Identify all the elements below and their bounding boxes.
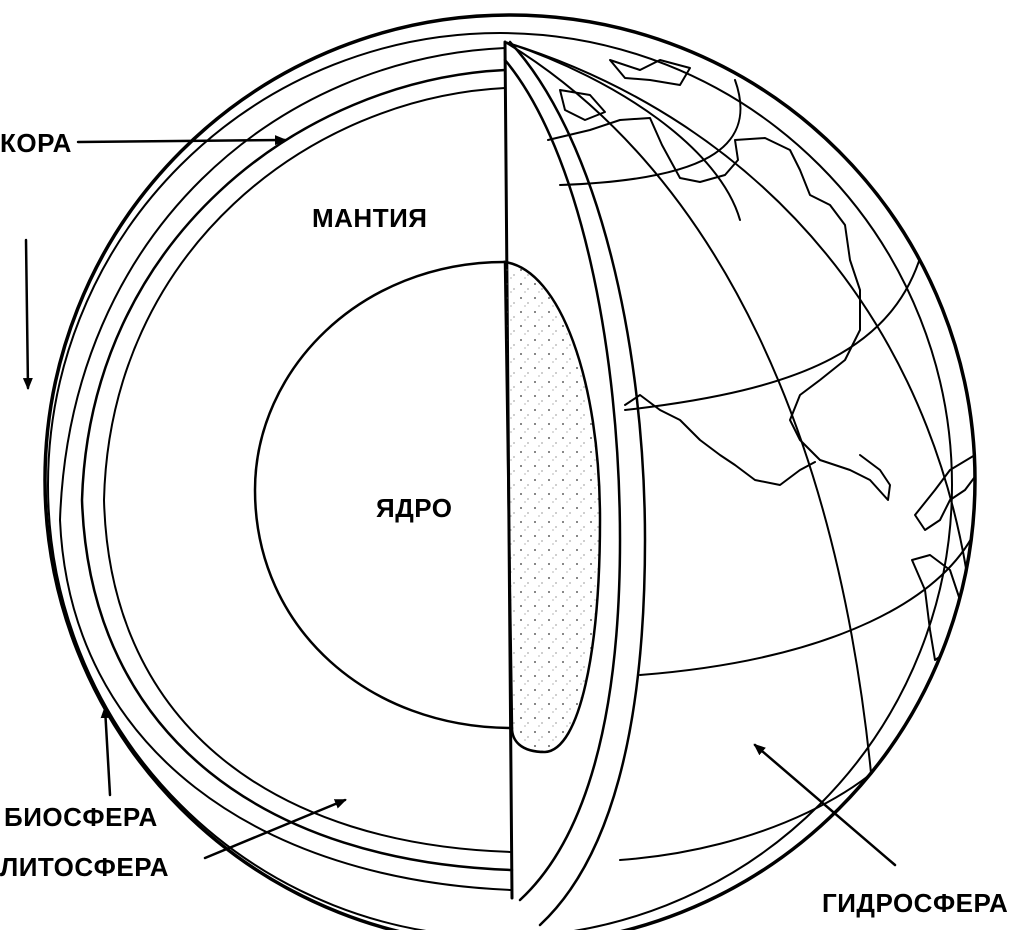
globe <box>43 13 977 930</box>
wedge-outer-edge <box>508 40 647 927</box>
continent-outline <box>547 117 891 501</box>
continent-outline <box>914 454 975 531</box>
parallel-line <box>624 239 926 411</box>
label-litosfera: ЛИТОСФЕРА <box>0 852 169 882</box>
continent-outline <box>624 394 816 486</box>
arrows <box>22 135 897 867</box>
cut-face-layers <box>59 47 514 891</box>
label-gidrosfera: ГИДРОСФЕРА <box>822 888 1008 918</box>
hydrosphere-arrow <box>753 743 897 867</box>
labels: КОРА МАНТИЯ ЯДРО БИОСФЕРА ЛИТОСФЕРА ГИДР… <box>0 128 1008 918</box>
label-biosfera: БИОСФЕРА <box>4 802 158 832</box>
atmosphere-arrow <box>22 238 33 390</box>
core-boundary <box>253 260 514 730</box>
biosphere-arrow <box>100 706 112 797</box>
globe-outline <box>43 13 977 930</box>
label-mantiya: МАНТИЯ <box>312 203 427 233</box>
meridian-line <box>504 41 881 901</box>
wedge-inner-edge <box>503 58 622 902</box>
parallel-line <box>639 519 975 676</box>
meridian-line <box>504 41 975 641</box>
continent-outline <box>559 89 606 121</box>
biosphere-layer <box>59 47 513 891</box>
parallel-line <box>559 79 742 186</box>
core-cross-section <box>503 260 602 754</box>
label-kora: КОРА <box>0 128 72 158</box>
meridian-line <box>504 41 741 221</box>
crust-layer <box>103 87 513 853</box>
cut-wedge <box>503 40 647 927</box>
parallel-line <box>619 719 921 861</box>
label-yadro: ЯДРО <box>376 493 452 523</box>
atmosphere-ring <box>47 32 953 930</box>
lithosphere-layer <box>80 68 514 872</box>
continent-outline <box>609 59 691 86</box>
crust-arrow <box>76 135 287 146</box>
lithosphere-arrow <box>203 798 347 860</box>
